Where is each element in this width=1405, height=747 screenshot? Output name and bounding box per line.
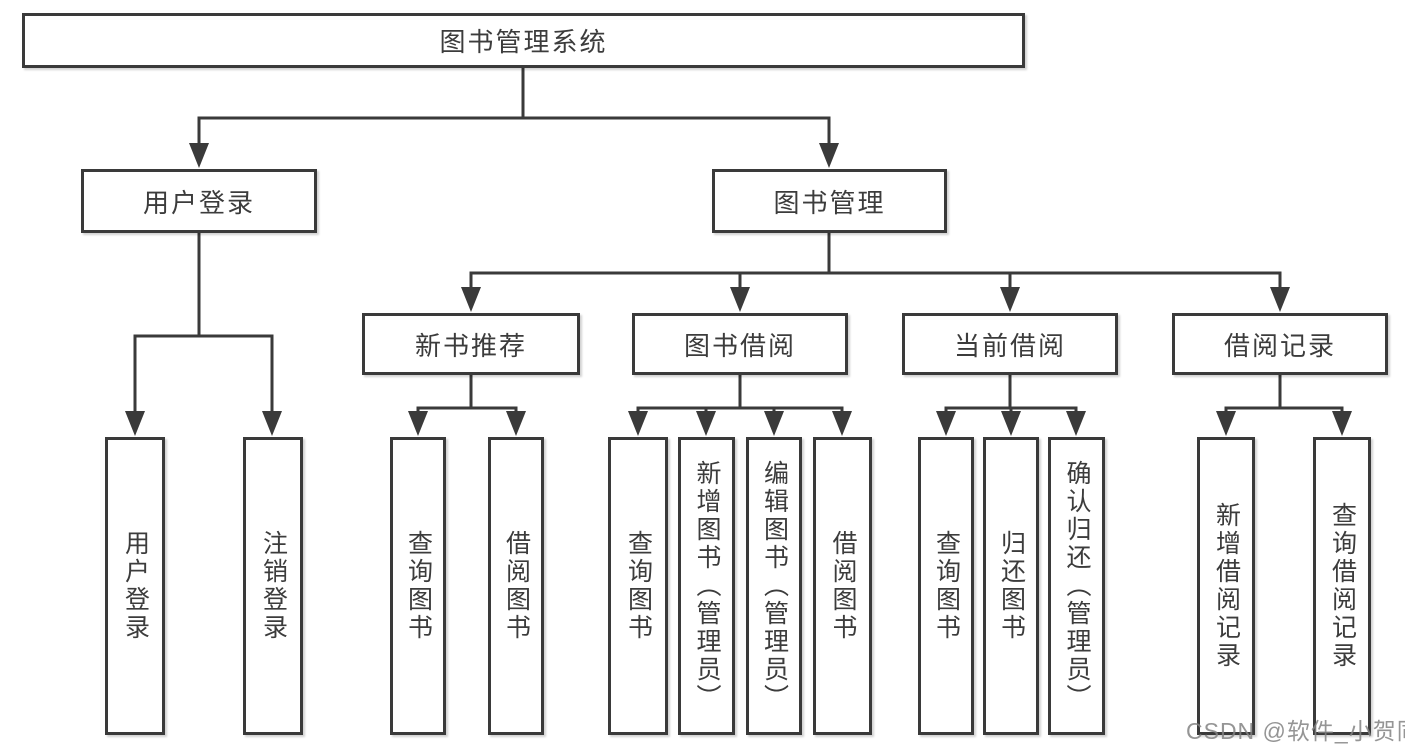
leaf-borrow-books-recommend-label: 借阅图书 <box>502 530 531 642</box>
csdn-watermark: CSDN @软件_小贺同学 <box>1186 718 1405 744</box>
node-book-management: 图书管理 <box>712 169 947 233</box>
connector-new-book-recommend <box>408 375 526 436</box>
connector-current-borrowing <box>936 375 1086 436</box>
connector-borrowing-records <box>1216 375 1352 436</box>
leaf-add-borrow-record-label: 新增借阅记录 <box>1212 502 1241 670</box>
leaf-user-login: 用户登录 <box>105 437 165 735</box>
leaf-add-book-admin-label: 新增图书（管理员） <box>693 460 721 712</box>
leaf-logout: 注销登录 <box>243 437 303 735</box>
leaf-query-books-current: 查询图书 <box>918 437 974 735</box>
connector-book-management <box>461 233 1290 312</box>
node-borrowing-records: 借阅记录 <box>1172 313 1388 375</box>
node-root: 图书管理系统 <box>22 13 1025 68</box>
leaf-query-books-current-label: 查询图书 <box>932 530 961 642</box>
leaf-return-books-label: 归还图书 <box>997 530 1026 642</box>
node-user-login: 用户登录 <box>81 169 317 233</box>
leaf-borrow-books-borrowing: 借阅图书 <box>813 437 872 735</box>
leaf-add-borrow-record: 新增借阅记录 <box>1197 437 1255 735</box>
leaf-user-login-label: 用户登录 <box>121 530 150 642</box>
connector-book-borrowing <box>628 375 852 436</box>
leaf-return-books: 归还图书 <box>983 437 1039 735</box>
connector-user-login <box>125 233 282 436</box>
leaf-logout-label: 注销登录 <box>259 530 288 642</box>
leaf-query-books-borrowing: 查询图书 <box>608 437 668 735</box>
leaf-edit-book-admin: 编辑图书（管理员） <box>746 437 802 735</box>
leaf-query-books-recommend-label: 查询图书 <box>404 530 433 642</box>
node-new-book-recommend: 新书推荐 <box>362 313 580 375</box>
leaf-confirm-return-admin-label: 确认归还（管理员） <box>1063 460 1091 712</box>
connector-root <box>189 68 839 168</box>
leaf-query-borrow-record-label: 查询借阅记录 <box>1328 502 1357 670</box>
leaf-query-books-borrowing-label: 查询图书 <box>624 530 653 642</box>
leaf-confirm-return-admin: 确认归还（管理员） <box>1048 437 1105 735</box>
leaf-query-borrow-record: 查询借阅记录 <box>1313 437 1371 735</box>
node-current-borrowing: 当前借阅 <box>902 313 1118 375</box>
leaf-add-book-admin: 新增图书（管理员） <box>678 437 735 735</box>
leaf-edit-book-admin-label: 编辑图书（管理员） <box>760 460 789 712</box>
node-book-borrowing: 图书借阅 <box>632 313 848 375</box>
leaf-borrow-books-borrowing-label: 借阅图书 <box>829 530 857 642</box>
leaf-borrow-books-recommend: 借阅图书 <box>488 437 544 735</box>
leaf-query-books-recommend: 查询图书 <box>390 437 446 735</box>
